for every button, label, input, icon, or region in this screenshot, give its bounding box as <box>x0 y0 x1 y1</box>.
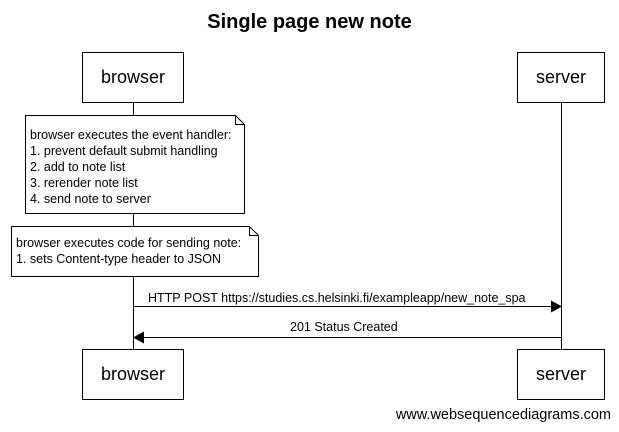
participant-server-bottom: server <box>517 349 605 400</box>
note-line: 3. rerender note list <box>30 176 138 190</box>
diagram-title: Single page new note <box>207 11 412 33</box>
note-line: 2. add to note list <box>30 160 126 174</box>
footer-watermark: www.websequencediagrams.com <box>395 407 611 423</box>
note-line: 1. sets Content-type header to JSON <box>16 252 221 266</box>
note-fold-sending-code <box>249 226 259 236</box>
participant-browser-bottom: browser <box>82 349 184 400</box>
participant-server-top: server <box>517 52 605 103</box>
note-line: 4. send note to server <box>30 192 151 206</box>
note-line: 1. prevent default submit handling <box>30 144 218 158</box>
http-post-label: HTTP POST https://studies.cs.helsinki.fi… <box>148 291 526 305</box>
participant-browser-top: browser <box>82 52 184 103</box>
note-line: browser executes code for sending note: <box>16 236 242 250</box>
note-box-sending-code <box>11 226 259 277</box>
note-event-handler: browser executes the event handler: 1. p… <box>25 124 244 214</box>
note-line: browser executes the event handler: <box>30 128 232 142</box>
status-created-label: 201 Status Created <box>290 320 398 334</box>
note-box-event-handler <box>25 115 245 214</box>
note-fold-event-handler <box>235 115 245 125</box>
note-sending-code: browser executes code for sending note: … <box>11 230 258 277</box>
